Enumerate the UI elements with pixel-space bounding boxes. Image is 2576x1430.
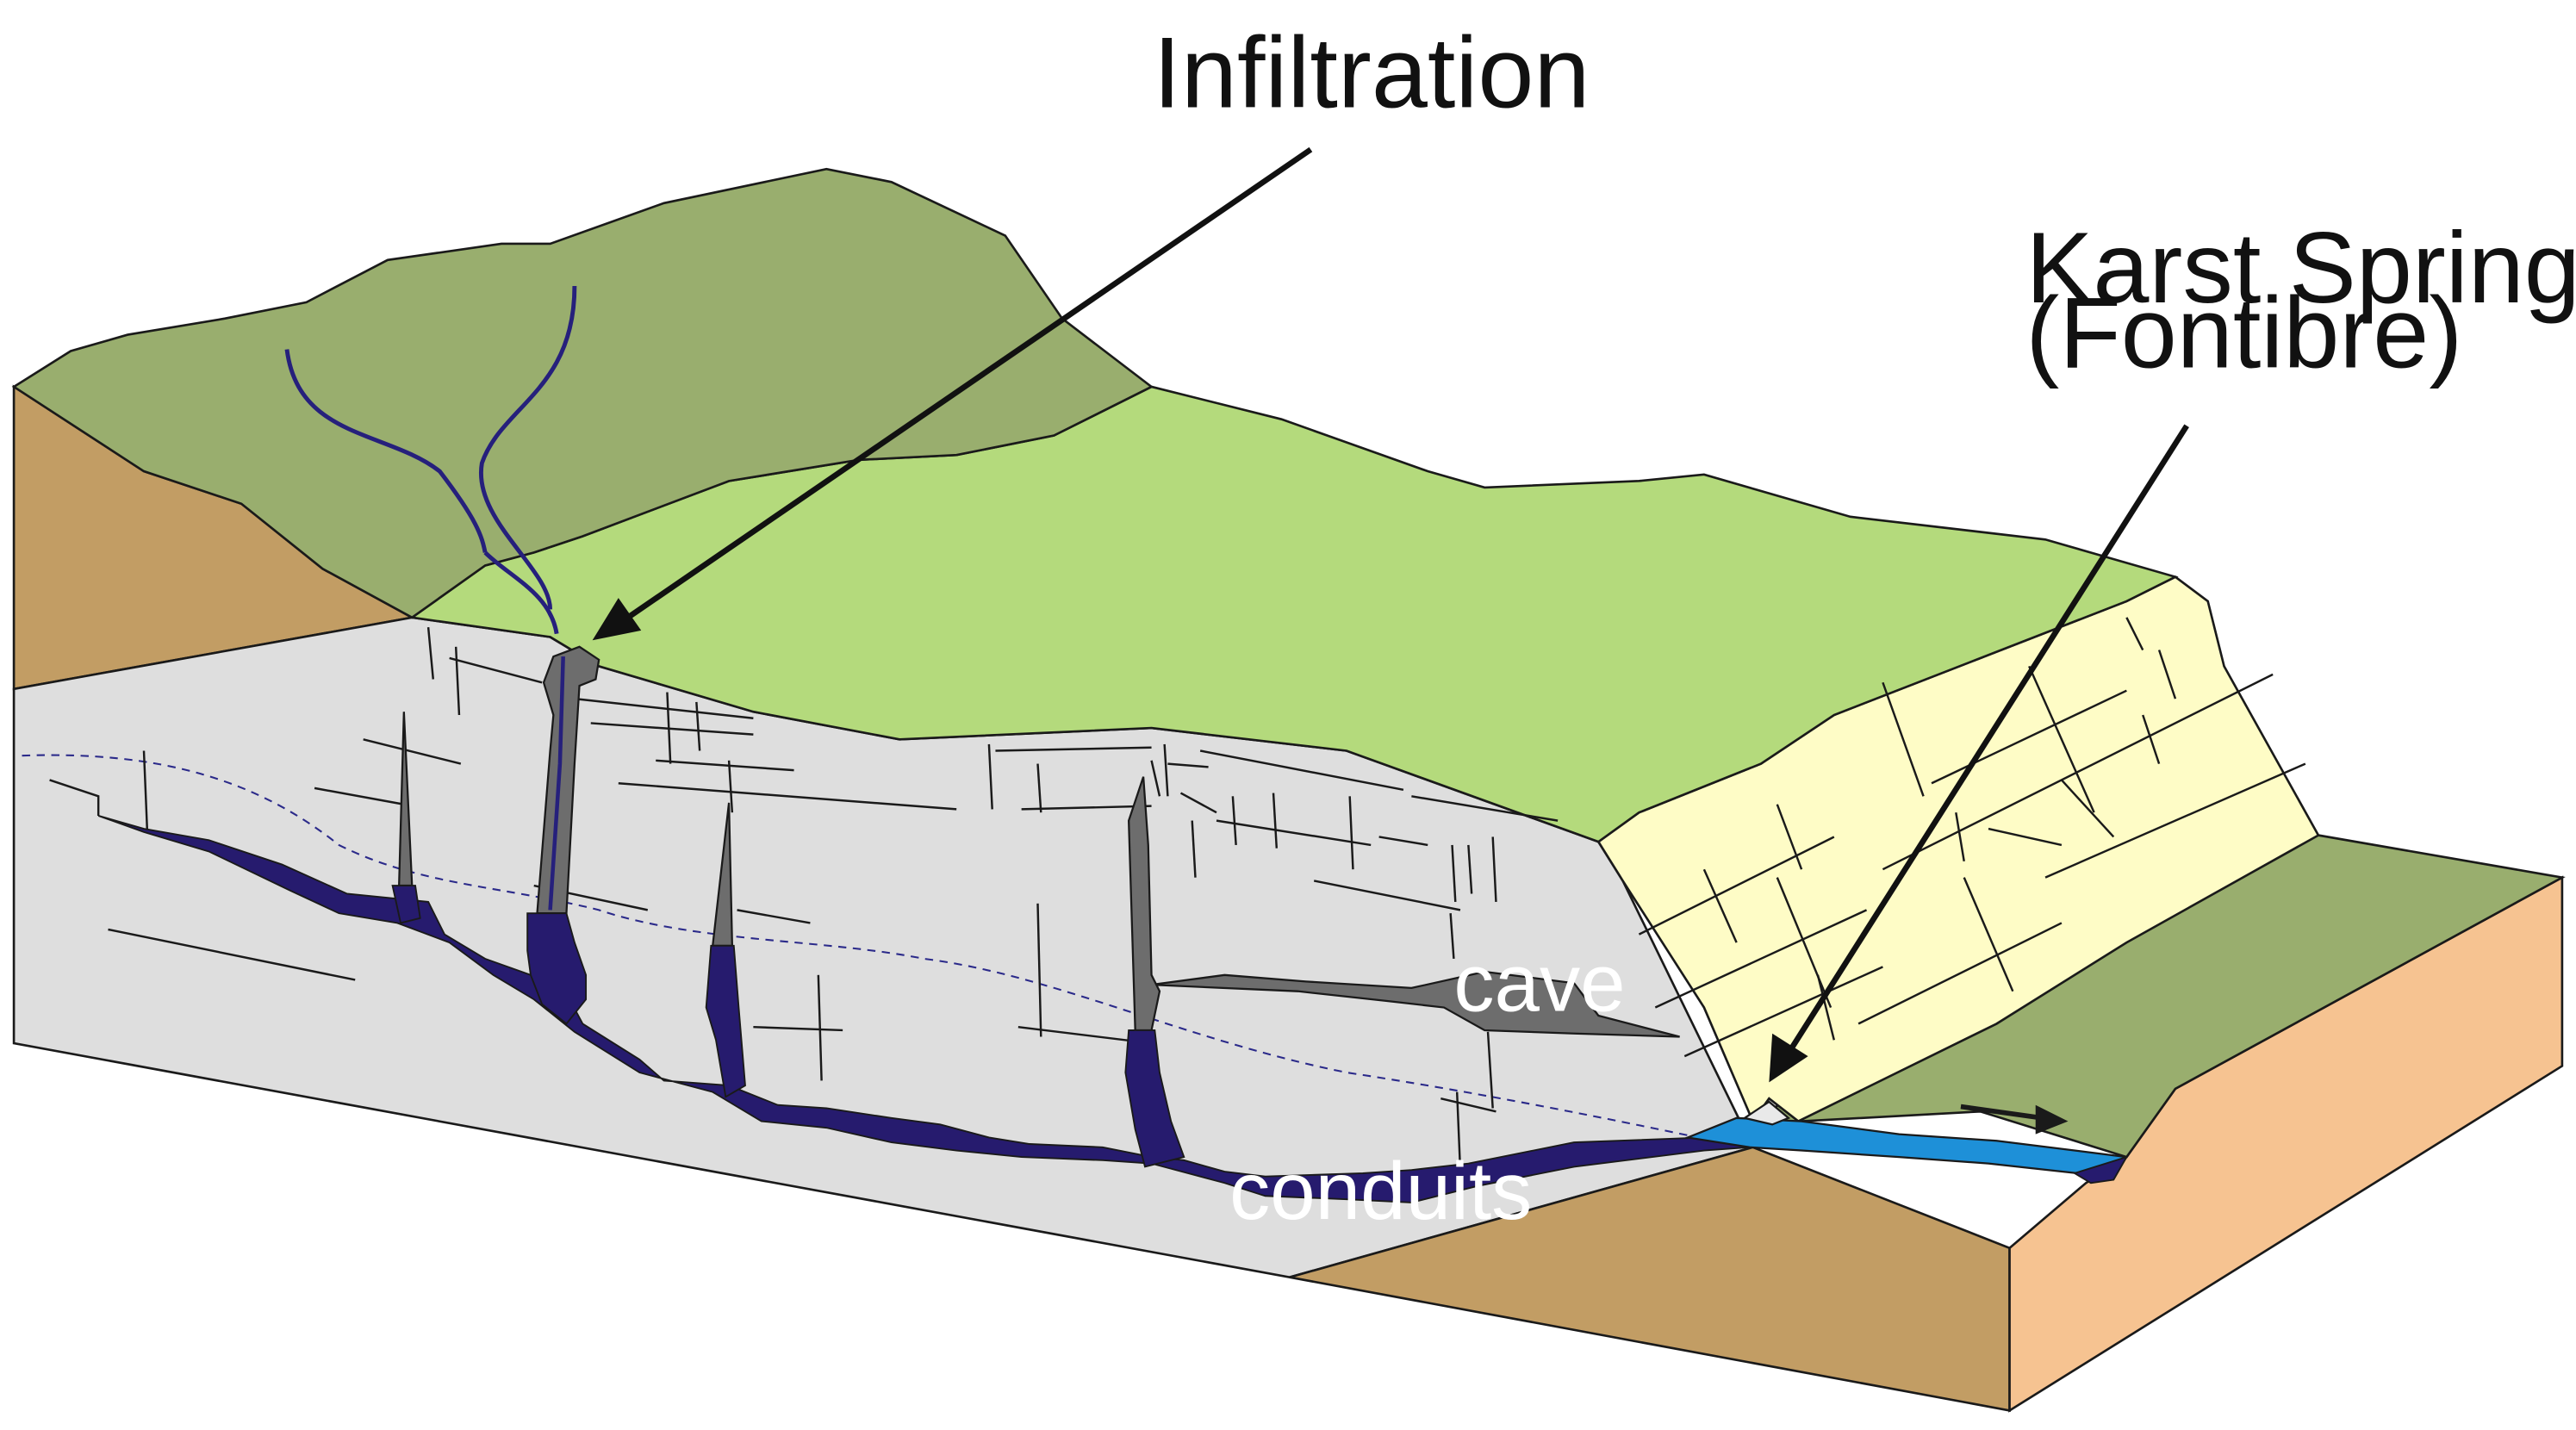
- shaft-right: [1127, 776, 1161, 1032]
- upland-grass: [11, 167, 1154, 619]
- surface-stream: [284, 349, 488, 553]
- infiltration-label: Infiltration: [1153, 16, 1590, 129]
- conduit-center-branch: [705, 944, 746, 1098]
- sink-conduit: [548, 656, 565, 911]
- karst-spring-label: Karst Spring: [2025, 211, 2576, 324]
- conduits-label: conduits: [1229, 1146, 1532, 1236]
- karst-spring-name-label: (Fontibre): [2025, 276, 2462, 389]
- fractures: [49, 627, 1559, 1171]
- stream-to-sink: [483, 550, 559, 635]
- water-table-line: [22, 754, 1737, 1147]
- infiltration-arrow: [592, 146, 1313, 641]
- river-edge: [2072, 1155, 2129, 1184]
- cave-label: cave: [1453, 937, 1625, 1028]
- cave: [1151, 970, 1680, 1038]
- surface-stream-tributary: [478, 285, 577, 610]
- conduit-right-branch: [1124, 1029, 1185, 1168]
- cliff-fractures: [1638, 617, 2306, 1058]
- flow-direction-arrow: [1960, 1104, 2069, 1135]
- spring-outlet: [1742, 1100, 1791, 1126]
- conduits: [97, 815, 1752, 1203]
- conduit-left-branch: [391, 885, 421, 924]
- conduit-infiltration-branch: [526, 912, 588, 1025]
- karst-spring-arrow: [1769, 424, 2189, 1083]
